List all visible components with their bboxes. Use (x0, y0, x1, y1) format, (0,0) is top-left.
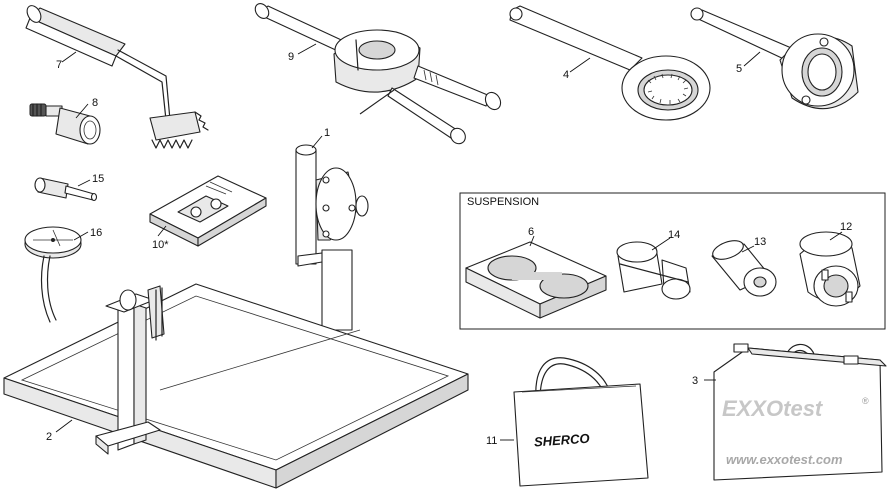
callout-7: 7 (56, 59, 62, 71)
callout-10: 10* (152, 239, 169, 251)
tool-16-pressure-gauge (24, 226, 82, 323)
suspension-section: SUSPENSION (459, 192, 886, 330)
callout-8: 8 (92, 97, 98, 109)
callout-3: 3 (692, 375, 698, 387)
bag-logo: SHERCO (534, 431, 591, 450)
case-url: www.exxotest.com (726, 452, 843, 467)
tool-15-pin (34, 177, 98, 202)
tool-12-cup (799, 231, 861, 307)
callout-1: 1 (324, 127, 330, 139)
tool-14-sleeve (616, 241, 691, 300)
tool-8-adapter (29, 103, 101, 145)
tool-10-manual-book (149, 175, 267, 247)
callout-9: 9 (288, 51, 294, 63)
case-registered-mark: ® (862, 396, 869, 406)
callout-labels: 7 8 9 4 5 1 15 16 10* 6 14 13 12 2 3 11 (46, 51, 852, 447)
case-logo: EXXOtest (722, 396, 824, 421)
tool-5-collar-spanner (690, 7, 859, 110)
leader-lines (55, 43, 843, 441)
tool-3-exxotest-case: EXXOtest ® www.exxotest.com (713, 343, 887, 481)
tool-1-stand-post (295, 144, 369, 331)
tool-4-spanner-wrench (509, 5, 711, 121)
tool-13-bushing (711, 240, 777, 297)
tool-2-tray-stand (3, 283, 469, 489)
tool-9-collar-bar (254, 3, 502, 145)
tool-6-clamp-block (465, 241, 607, 319)
callout-16: 16 (90, 227, 102, 239)
callout-12: 12 (840, 221, 852, 233)
section-title: SUSPENSION (467, 196, 539, 208)
callout-4: 4 (563, 69, 569, 81)
callout-2: 2 (46, 431, 52, 443)
callout-15: 15 (92, 173, 104, 185)
tool-11-sherco-bag: SHERCO (513, 357, 649, 487)
callout-13: 13 (754, 236, 766, 248)
callout-14: 14 (668, 229, 680, 241)
callout-6: 6 (528, 226, 534, 238)
callout-11: 11 (486, 435, 497, 447)
callout-5: 5 (736, 63, 742, 75)
tool-7-handle-tool (25, 5, 209, 149)
